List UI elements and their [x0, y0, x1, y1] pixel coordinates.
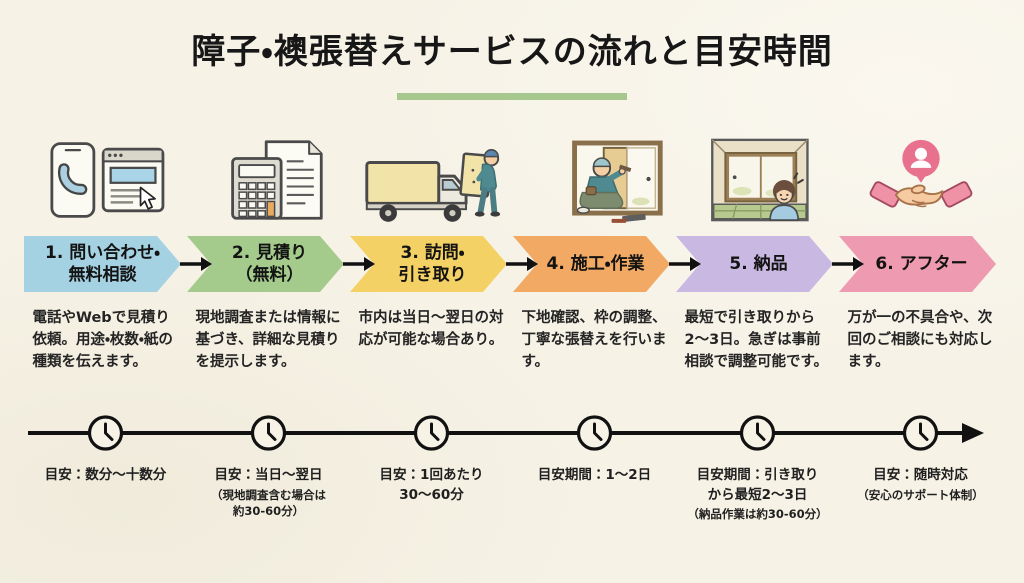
clock-icon	[902, 415, 939, 451]
step-6-time: 目安：随時対応 （安心のサポート体制）	[839, 466, 1002, 522]
step-2-description: 現地調査または情報に基づき、詳細な見積りを提示します。	[195, 310, 341, 370]
step-3-column: 3. 訪問・ 引き取り 市内は当日〜翌日の対応が可能な場合あり。	[350, 130, 513, 408]
clock-icon	[413, 415, 450, 451]
step-1-time: 目安：数分〜十数分	[24, 466, 187, 522]
step-1-column: 1. 問い合わせ・ 無料相談 電話やWebで見積り依頼。用途・枚数・紙の種類を伝…	[24, 130, 187, 408]
time-text: 目安期間：1〜2日	[537, 467, 652, 483]
time-text: 目安：数分〜十数分	[44, 467, 167, 483]
time-text: 目安：1回あたり 30〜60分	[379, 467, 484, 503]
step-5-label: 5. 納品	[729, 253, 788, 274]
step-1-description: 電話やWebで見積り依頼。用途・枚数・紙の種類を伝えます。	[32, 310, 173, 370]
delivered-room-icon	[676, 130, 839, 230]
time-text: 目安：随時対応	[873, 467, 968, 483]
clock-icon	[87, 415, 124, 451]
step-2-time: 目安：当日〜翌日 （現地調査含む場合は 約30-60分）	[187, 466, 350, 522]
times-row: 目安：数分〜十数分 目安：当日〜翌日 （現地調査含む場合は 約30-60分） 目…	[0, 466, 1024, 522]
step-3-time: 目安：1回あたり 30〜60分	[350, 466, 513, 522]
step-3-label: 3. 訪問・ 引き取り	[398, 242, 467, 285]
step-3-chevron: 3. 訪問・ 引き取り	[350, 236, 507, 292]
step-2-column: 2. 見積り （無料） 現地調査または情報に基づき、詳細な見積りを提示します。	[187, 130, 350, 408]
step-2-chevron: 2. 見積り （無料）	[187, 236, 344, 292]
step-1-chevron: 1. 問い合わせ・ 無料相談	[24, 236, 181, 292]
step-4-chevron: 4. 施工・作業	[513, 236, 670, 292]
time-text: 目安期間：引き取り から最短2〜3日	[696, 467, 819, 503]
steps-row: 1. 問い合わせ・ 無料相談 電話やWebで見積り依頼。用途・枚数・紙の種類を伝…	[0, 130, 1024, 408]
step-6-description: 万が一の不具合や、次回のご相談にも対応します。	[847, 310, 993, 370]
step-5-chevron: 5. 納品	[676, 236, 833, 292]
craftsman-work-icon	[513, 130, 676, 230]
title-underline-bar	[397, 93, 627, 100]
arrow-right-icon	[669, 257, 701, 271]
time-text: 目安：当日〜翌日	[214, 467, 323, 483]
step-4-description: 下地確認、枠の調整、丁寧な張替えを行います。	[521, 310, 667, 370]
clock-icon	[576, 415, 613, 451]
step-5-description: 最短で引き取りから2〜3日。急ぎは事前相談で調整可能です。	[684, 310, 829, 370]
truck-pickup-icon	[350, 130, 513, 230]
step-1-label: 1. 問い合わせ・ 無料相談	[45, 242, 160, 285]
calculator-document-icon	[187, 130, 350, 230]
time-note: （納品作業は約30-60分）	[687, 507, 828, 522]
step-6-label: 6. アフター	[875, 253, 968, 274]
step-2-label: 2. 見積り （無料）	[231, 242, 308, 285]
arrow-right-icon	[180, 257, 212, 271]
page-title: 障子・襖張替えサービスの流れと目安時間	[191, 32, 833, 72]
step-6-column: 6. アフター 万が一の不具合や、次回のご相談にも対応します。	[839, 130, 1002, 408]
arrow-right-icon	[832, 257, 864, 271]
arrow-right-icon	[506, 257, 538, 271]
step-4-column: 4. 施工・作業 下地確認、枠の調整、丁寧な張替えを行います。	[513, 130, 676, 408]
clock-icon	[739, 415, 776, 451]
step-6-chevron: 6. アフター	[839, 236, 996, 292]
timeline	[28, 415, 984, 451]
step-5-time: 目安期間：引き取り から最短2〜3日 （納品作業は約30-60分）	[676, 466, 839, 522]
time-note: （安心のサポート体制）	[857, 487, 984, 502]
step-3-description: 市内は当日〜翌日の対応が可能な場合あり。	[358, 310, 504, 348]
step-4-label: 4. 施工・作業	[546, 253, 645, 274]
step-5-column: 5. 納品 最短で引き取りから2〜3日。急ぎは事前相談で調整可能です。	[676, 130, 839, 408]
phone-web-icon	[24, 130, 187, 230]
timeline-arrowhead-icon	[962, 423, 984, 443]
time-note: （現地調査含む場合は 約30-60分）	[211, 487, 326, 518]
step-4-time: 目安期間：1〜2日	[513, 466, 676, 522]
handshake-icon	[839, 130, 1002, 230]
arrow-right-icon	[343, 257, 375, 271]
clock-icon	[250, 415, 287, 451]
